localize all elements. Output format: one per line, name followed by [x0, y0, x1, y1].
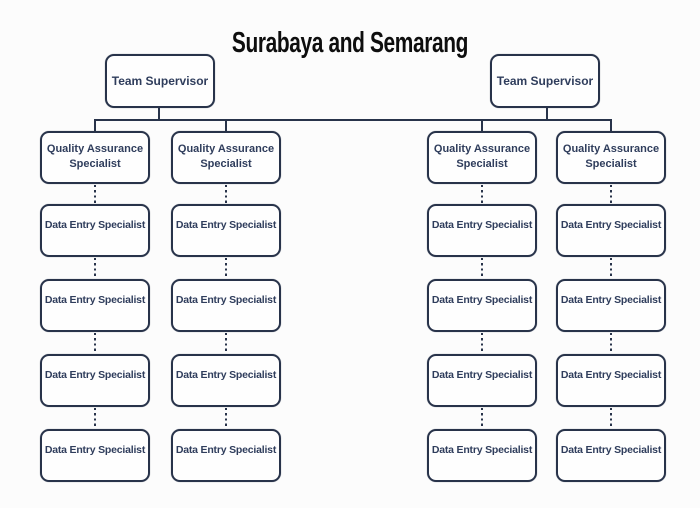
node-data-entry-specialist: Data Entry Specialist: [171, 279, 281, 332]
node-label: Data Entry Specialist: [431, 444, 533, 456]
node-data-entry-specialist: Data Entry Specialist: [40, 204, 150, 257]
dotted-connector: [94, 408, 96, 429]
node-label: Data Entry Specialist: [175, 444, 277, 456]
node-label: Quality Assurance Specialist: [46, 143, 144, 170]
node-label: Data Entry Specialist: [560, 444, 662, 456]
connector-drop-col1: [94, 119, 96, 131]
dotted-connector: [94, 258, 96, 279]
node-qa-specialist: Quality Assurance Specialist: [427, 131, 537, 184]
connector-horizontal-rail: [94, 119, 612, 121]
node-qa-specialist: Quality Assurance Specialist: [171, 131, 281, 184]
node-data-entry-specialist: Data Entry Specialist: [171, 204, 281, 257]
node-label: Data Entry Specialist: [431, 294, 533, 306]
dotted-connector: [610, 258, 612, 279]
dotted-connector: [225, 333, 227, 354]
node-label: Data Entry Specialist: [175, 219, 277, 231]
node-label: Data Entry Specialist: [175, 369, 277, 381]
node-qa-specialist: Quality Assurance Specialist: [556, 131, 666, 184]
node-data-entry-specialist: Data Entry Specialist: [40, 354, 150, 407]
chart-title: Surabaya and Semarang: [231, 27, 469, 59]
node-label: Quality Assurance Specialist: [433, 143, 531, 170]
node-data-entry-specialist: Data Entry Specialist: [427, 429, 537, 482]
node-label: Data Entry Specialist: [175, 294, 277, 306]
connector-supervisor-stem-left: [158, 107, 160, 120]
node-data-entry-specialist: Data Entry Specialist: [40, 429, 150, 482]
dotted-connector: [481, 185, 483, 204]
node-label: Team Supervisor: [496, 74, 594, 88]
connector-drop-col3: [481, 119, 483, 131]
node-qa-specialist: Quality Assurance Specialist: [40, 131, 150, 184]
node-team-supervisor-right: Team Supervisor: [490, 54, 600, 108]
node-label: Data Entry Specialist: [44, 294, 146, 306]
connector-drop-col4: [610, 119, 612, 131]
dotted-connector: [481, 333, 483, 354]
dotted-connector: [94, 185, 96, 204]
connector-drop-col2: [225, 119, 227, 131]
dotted-connector: [225, 408, 227, 429]
node-label: Data Entry Specialist: [560, 219, 662, 231]
dotted-connector: [225, 258, 227, 279]
node-label: Data Entry Specialist: [44, 219, 146, 231]
node-data-entry-specialist: Data Entry Specialist: [40, 279, 150, 332]
node-label: Data Entry Specialist: [44, 444, 146, 456]
dotted-connector: [610, 408, 612, 429]
node-label: Quality Assurance Specialist: [562, 143, 660, 170]
node-data-entry-specialist: Data Entry Specialist: [556, 354, 666, 407]
connector-supervisor-stem-right: [546, 107, 548, 120]
node-label: Data Entry Specialist: [560, 369, 662, 381]
dotted-connector: [225, 185, 227, 204]
dotted-connector: [481, 258, 483, 279]
node-data-entry-specialist: Data Entry Specialist: [171, 354, 281, 407]
dotted-connector: [481, 408, 483, 429]
node-data-entry-specialist: Data Entry Specialist: [556, 279, 666, 332]
node-label: Data Entry Specialist: [431, 219, 533, 231]
node-data-entry-specialist: Data Entry Specialist: [556, 204, 666, 257]
node-data-entry-specialist: Data Entry Specialist: [427, 354, 537, 407]
dotted-connector: [610, 185, 612, 204]
node-data-entry-specialist: Data Entry Specialist: [427, 279, 537, 332]
node-data-entry-specialist: Data Entry Specialist: [427, 204, 537, 257]
node-label: Data Entry Specialist: [44, 369, 146, 381]
dotted-connector: [94, 333, 96, 354]
node-data-entry-specialist: Data Entry Specialist: [171, 429, 281, 482]
node-data-entry-specialist: Data Entry Specialist: [556, 429, 666, 482]
dotted-connector: [610, 333, 612, 354]
node-label: Quality Assurance Specialist: [177, 143, 275, 170]
node-label: Data Entry Specialist: [560, 294, 662, 306]
node-team-supervisor-left: Team Supervisor: [105, 54, 215, 108]
node-label: Team Supervisor: [111, 74, 209, 88]
node-label: Data Entry Specialist: [431, 369, 533, 381]
